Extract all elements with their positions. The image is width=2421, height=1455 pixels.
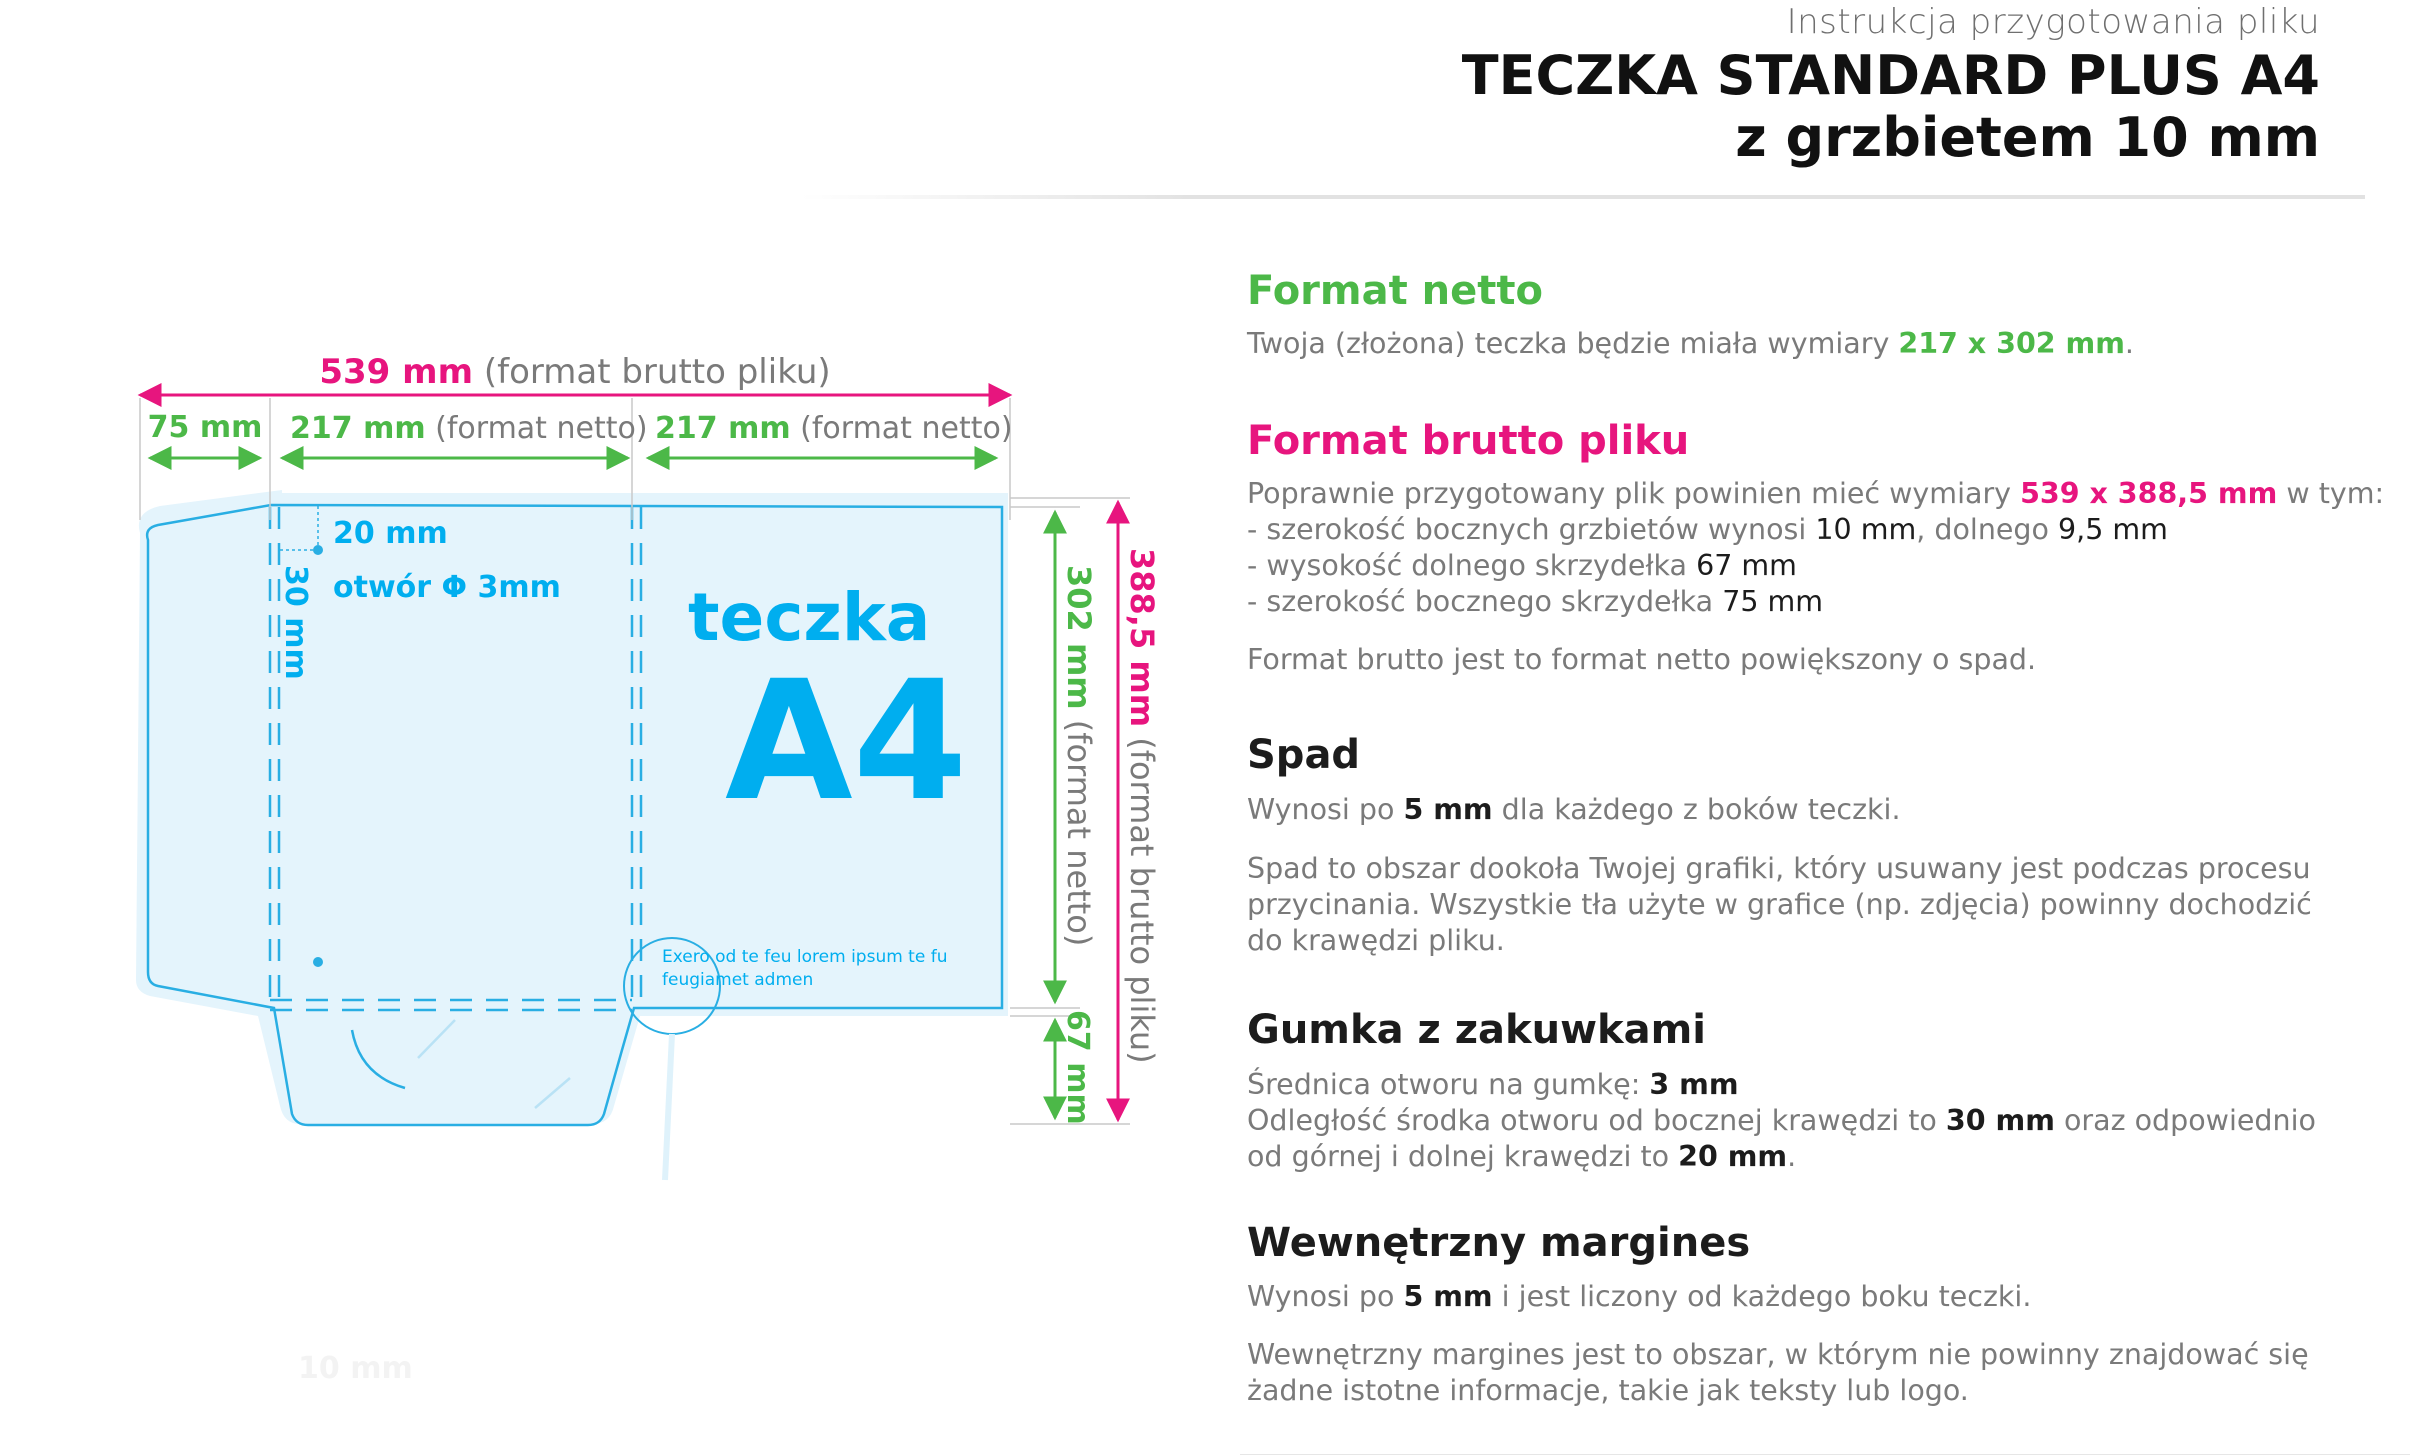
flap-cut-curve <box>350 1029 406 1090</box>
svg-text:539 mm (format brutto pliku): 539 mm (format brutto pliku) <box>319 352 830 392</box>
hole-side-offset-label: 30 mm <box>278 565 313 680</box>
folder-trim-line <box>145 503 1004 1127</box>
spad-description: Spad to obszar dookoła Twojej grafiki, k… <box>1247 852 2312 957</box>
extension-lines <box>139 398 1130 1125</box>
dim-panel1-value: 217 mm <box>290 411 426 446</box>
header-subtitle: Instrukcja przygotowania pliku <box>1786 2 2320 42</box>
header-title: TECZKA STANDARD PLUS A4 <box>1461 44 2320 107</box>
section-title-margines: Wewnętrzny margines <box>1247 1220 1751 1266</box>
netto-dimensions: 217 x 302 mm <box>1898 327 2125 360</box>
dim-total-width: 539 mm (format brutto pliku) <box>137 352 1013 407</box>
dim-panel1-width: 217 mm (format netto) <box>279 411 648 470</box>
folder-bleed-area <box>136 490 1008 1124</box>
svg-text:217 mm (format netto): 217 mm (format netto) <box>655 411 1013 446</box>
dim-panel2-width: 217 mm (format netto) <box>645 411 1013 470</box>
dim-height-brutto: 388,5 mm (format brutto pliku) <box>1106 499 1161 1123</box>
format-brutto-text: Poprawnie przygotowany plik powinien mie… <box>1247 477 2385 618</box>
dim-total-width-value: 539 mm <box>319 352 473 392</box>
svg-text:302 mm (format netto): 302 mm (format netto) <box>1060 565 1098 946</box>
dim-panel2-note: (format netto) <box>800 411 1012 446</box>
header-title-line2: z grzbietem 10 mm <box>1735 106 2320 169</box>
dim-height-netto-value: 302 mm <box>1060 565 1098 710</box>
dim-wing-width-value: 75 mm <box>148 410 263 445</box>
header-divider <box>800 195 2365 199</box>
section-title-gumka: Gumka z zakuwkami <box>1247 1007 1707 1053</box>
product-label-small: teczka <box>688 579 930 656</box>
product-label-large: A4 <box>725 645 968 837</box>
dim-bottom-wing-value: 67 mm <box>1060 1010 1095 1125</box>
dim-total-width-note: (format brutto pliku) <box>484 352 831 392</box>
elastic-hole-top <box>313 545 323 555</box>
hole-label: otwór Φ 3mm <box>333 570 561 605</box>
dim-height-brutto-note: (format brutto pliku) <box>1123 737 1161 1063</box>
dim-wing-width: 75 mm <box>147 410 263 470</box>
dim-panel2-value: 217 mm <box>655 411 791 446</box>
section-title-format-netto: Format netto <box>1247 268 1543 314</box>
margines-text: Wynosi po 5 mm i jest liczony od każdego… <box>1247 1280 2032 1313</box>
dim-height-netto-note: (format netto) <box>1060 720 1098 947</box>
sample-text-line1: Exero od te feu lorem ipsum te fu <box>662 947 947 967</box>
flap-cut-line <box>417 1019 456 1059</box>
svg-text:388,5 mm (format brutto pliku): 388,5 mm (format brutto pliku) <box>1123 548 1161 1064</box>
hole-top-offset-label: 20 mm <box>333 516 448 551</box>
folder-diagram: 20 mm otwór Φ 3mm 30 mm teczka A4 Exero … <box>136 352 1161 1386</box>
faded-dimension-label: 10 mm <box>298 1351 413 1386</box>
elastic-hole-bottom <box>313 957 323 967</box>
sample-text-line2: feugiamet admen <box>662 970 813 990</box>
svg-text:217 mm (format netto): 217 mm (format netto) <box>290 411 648 446</box>
dim-height-brutto-value: 388,5 mm <box>1123 548 1161 727</box>
section-title-format-brutto: Format brutto pliku <box>1247 418 1690 464</box>
gumka-text: Średnica otworu na gumkę: 3 mm Odległość… <box>1247 1068 2316 1173</box>
dim-panel1-note: (format netto) <box>435 411 647 446</box>
format-brutto-note: Format brutto jest to format netto powię… <box>1247 643 2037 676</box>
spad-text: Wynosi po 5 mm dla każdego z boków teczk… <box>1247 793 1901 826</box>
format-netto-text: Twoja (złożona) teczka będzie miała wymi… <box>1247 327 2134 360</box>
magnifier-handle <box>662 1033 675 1181</box>
flap-cut-line <box>534 1077 571 1109</box>
section-title-spad: Spad <box>1247 732 1361 778</box>
fold-lines <box>268 507 643 1012</box>
brutto-dimensions: 539 x 388,5 mm <box>2020 477 2278 510</box>
dim-bottom-wing: 67 mm <box>1043 1010 1095 1125</box>
margines-description: Wewnętrzny margines jest to obszar, w kt… <box>1247 1338 2309 1407</box>
dim-height-netto: 302 mm (format netto) <box>1043 509 1098 1005</box>
